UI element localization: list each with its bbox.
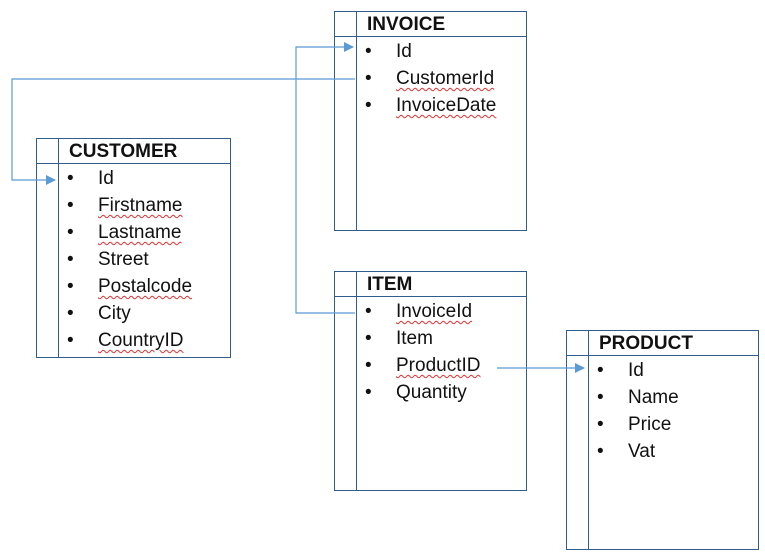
field-name: InvoiceId (396, 301, 473, 322)
field-name: Quantity (396, 382, 467, 403)
field-item: • Item (335, 325, 526, 352)
field-name: Id (98, 168, 114, 189)
field-item: • Firstname (37, 192, 230, 219)
field-name: CustomerId (396, 68, 495, 89)
header-divider (37, 163, 230, 164)
field-name: ProductID (396, 355, 481, 376)
table-item[interactable]: ITEM • InvoiceId • Item • ProductID • Quanti… (334, 271, 527, 491)
field-item: • Quantity (335, 379, 526, 406)
table-gutter (37, 139, 59, 357)
table-gutter (335, 12, 357, 230)
bullet-icon: • (365, 41, 372, 62)
table-title: ITEM (367, 274, 413, 295)
bullet-icon: • (597, 360, 604, 381)
field-name: Postalcode (98, 276, 193, 297)
field-item: • Vat (567, 438, 758, 465)
field-item: • City (37, 300, 230, 327)
bullet-icon: • (67, 276, 74, 297)
field-item: • InvoiceDate (335, 92, 526, 119)
field-list: • Id • CustomerId • InvoiceDate (335, 38, 526, 119)
field-item: • Name (567, 384, 758, 411)
table-gutter (567, 331, 589, 549)
table-gutter (335, 272, 357, 490)
field-name: Vat (628, 441, 656, 462)
field-name: Firstname (98, 195, 183, 216)
table-title: PRODUCT (599, 333, 693, 354)
field-item: • CountryID (37, 327, 230, 354)
bullet-icon: • (67, 195, 74, 216)
field-item: • InvoiceId (335, 298, 526, 325)
field-item: • Postalcode (37, 273, 230, 300)
field-list: • Id • Firstname • Lastname • Street • Postal… (37, 165, 230, 354)
field-item: • Lastname (37, 219, 230, 246)
bullet-icon: • (67, 303, 74, 324)
bullet-icon: • (67, 222, 74, 243)
bullet-icon: • (67, 249, 74, 270)
field-item: • Id (567, 357, 758, 384)
bullet-icon: • (365, 355, 372, 376)
field-name: CountryID (98, 330, 184, 351)
connector-invoice-customer (11, 78, 355, 185)
field-name: Id (628, 360, 644, 381)
field-name: InvoiceDate (396, 95, 497, 116)
field-item: • Id (37, 165, 230, 192)
bullet-icon: • (597, 414, 604, 435)
field-list: • Id • Name • Price • Vat (567, 357, 758, 465)
field-name: Name (628, 387, 679, 408)
table-product[interactable]: PRODUCT • Id • Name • Price • Vat (566, 330, 759, 550)
field-name: Id (396, 41, 412, 62)
field-item: • Price (567, 411, 758, 438)
field-name: Street (98, 249, 149, 270)
bullet-icon: • (365, 68, 372, 89)
field-item: • Street (37, 246, 230, 273)
bullet-icon: • (597, 441, 604, 462)
header-divider (335, 36, 526, 37)
header-divider (335, 296, 526, 297)
table-customer[interactable]: CUSTOMER • Id • Firstname • Lastname • Stree… (36, 138, 231, 358)
bullet-icon: • (67, 168, 74, 189)
field-name: City (98, 303, 131, 324)
bullet-icon: • (365, 382, 372, 403)
bullet-icon: • (67, 330, 74, 351)
field-item: • CustomerId (335, 65, 526, 92)
field-name: Price (628, 414, 672, 435)
bullet-icon: • (365, 328, 372, 349)
table-title: INVOICE (367, 14, 446, 35)
bullet-icon: • (365, 95, 372, 116)
bullet-icon: • (365, 301, 372, 322)
table-title: CUSTOMER (69, 141, 178, 162)
field-name: Item (396, 328, 433, 349)
bullet-icon: • (597, 387, 604, 408)
connector-item-invoice (295, 42, 355, 314)
field-item: • ProductID (335, 352, 526, 379)
header-divider (567, 355, 758, 356)
field-name: Lastname (98, 222, 182, 243)
table-invoice[interactable]: INVOICE • Id • CustomerId • InvoiceDate (334, 11, 527, 231)
field-list: • InvoiceId • Item • ProductID • Quantity (335, 298, 526, 406)
field-item: • Id (335, 38, 526, 65)
